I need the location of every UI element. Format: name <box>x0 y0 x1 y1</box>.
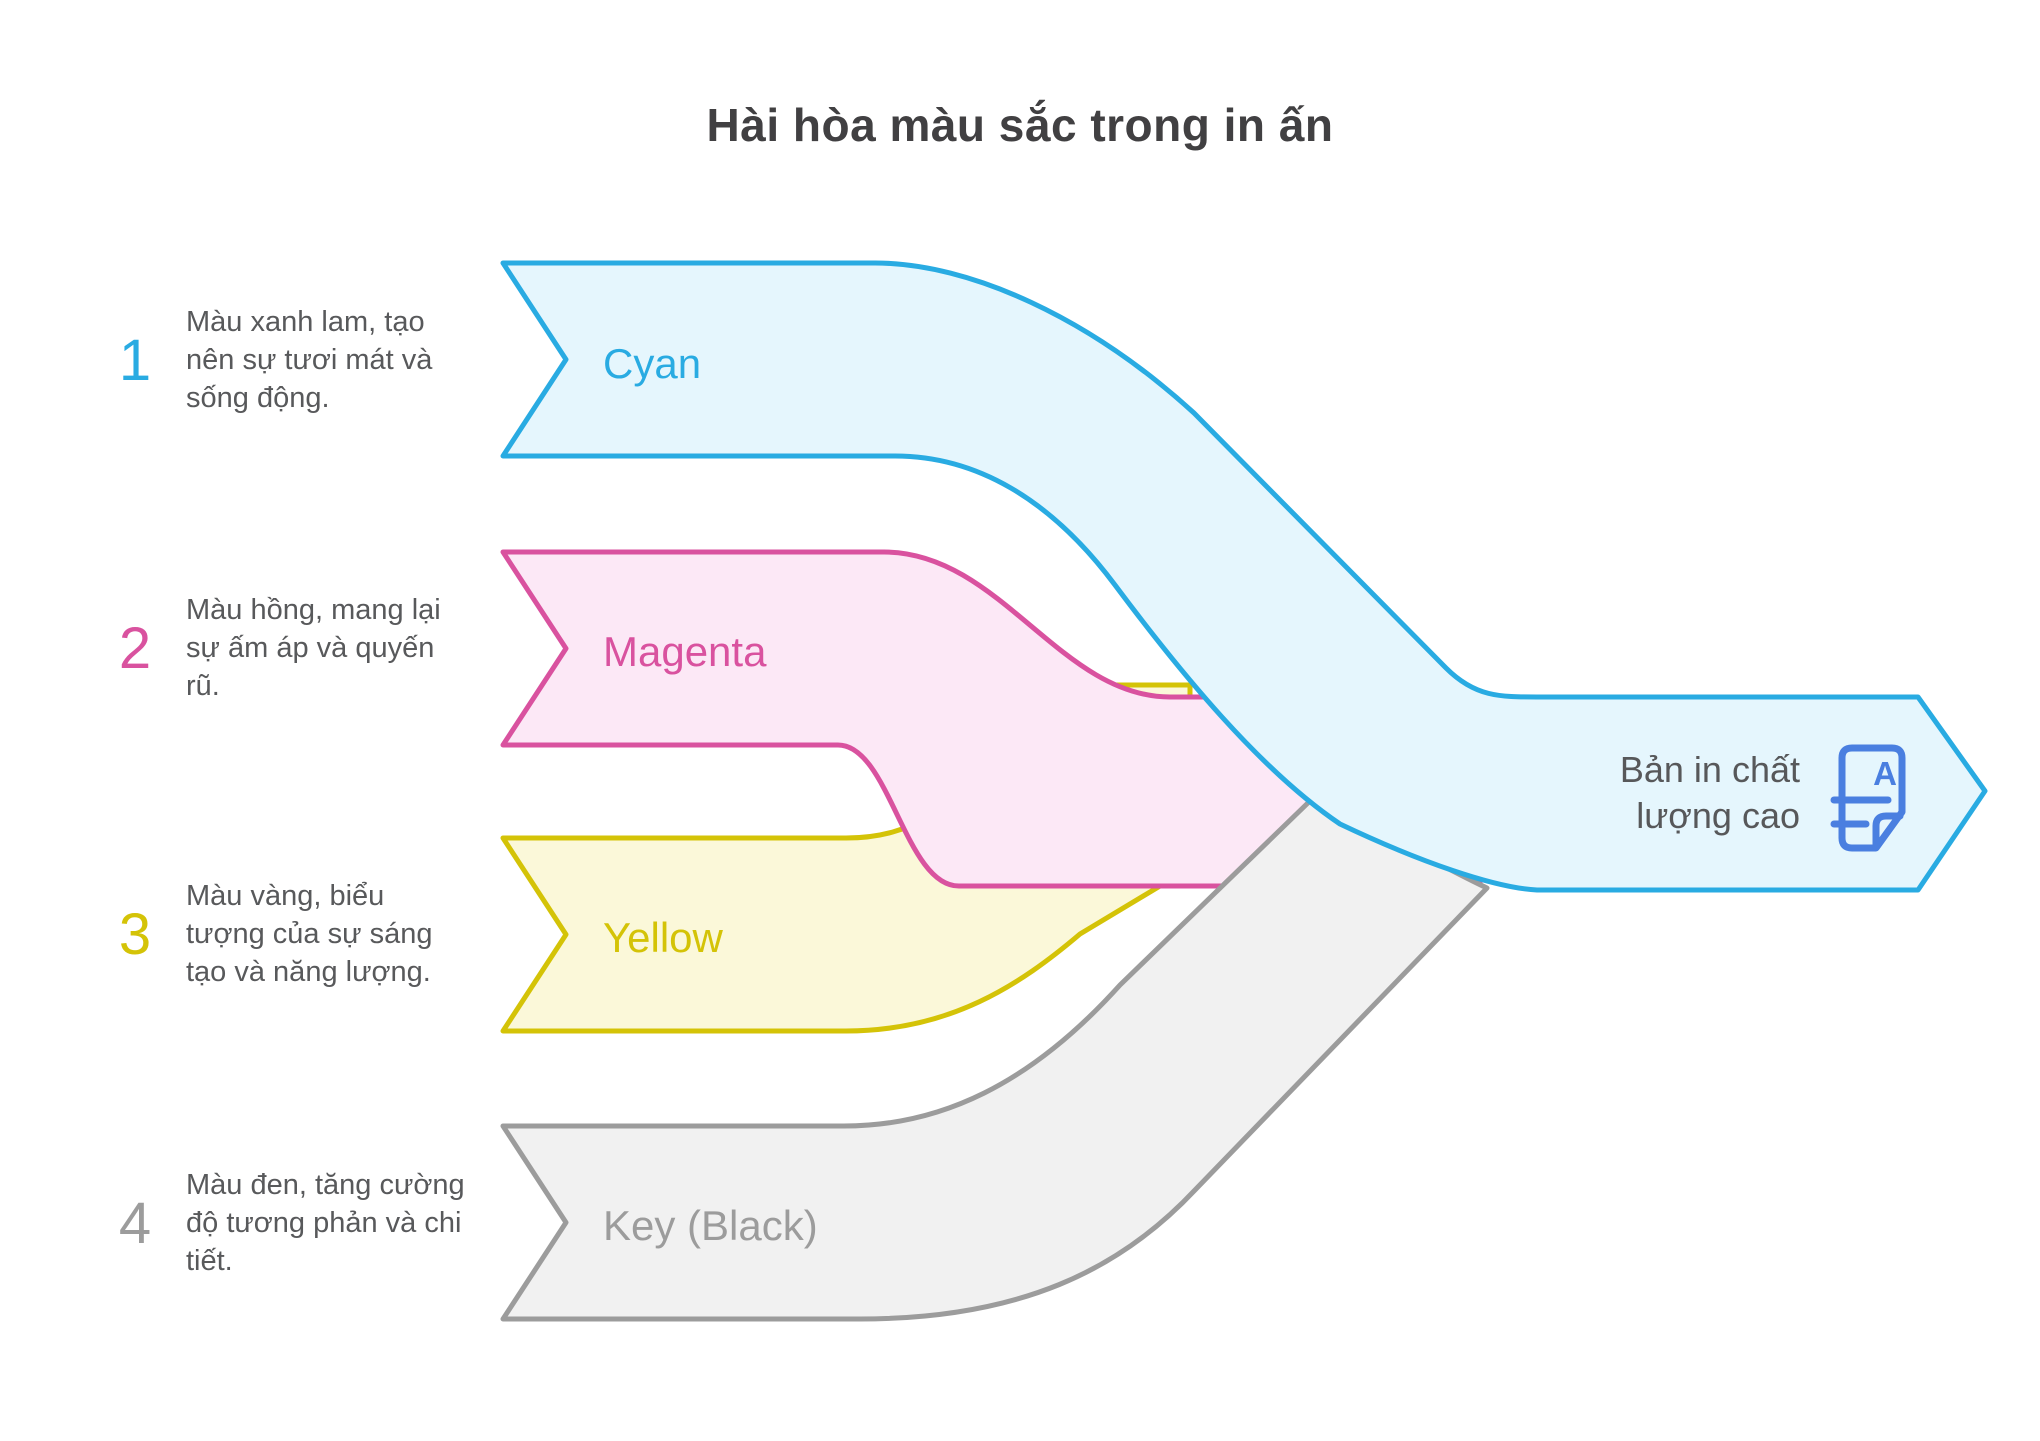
step-item-4: 4 Màu đen, tăng cường độ tương phản và c… <box>100 1143 490 1303</box>
flow-band-cyan-output-arrow <box>500 260 1988 893</box>
document-letter: A <box>1873 755 1897 792</box>
step-description-2: Màu hồng, mang lại sự ấm áp và quyến rũ. <box>186 594 441 702</box>
step-number-1: 1 <box>118 327 152 393</box>
step-description-1: Màu xanh lam, tạo nên sự tươi mát và sốn… <box>186 306 433 414</box>
output-label: Bản in chất lượng cao <box>1528 747 1800 839</box>
band-label-magenta: Magenta <box>603 628 767 675</box>
step-description-4: Màu đen, tăng cường độ tương phản và chi… <box>186 1169 465 1277</box>
step-item-1: 1 Màu xanh lam, tạo nên sự tươi mát và s… <box>100 280 490 440</box>
step-number-3: 3 <box>118 901 152 967</box>
band-label-cyan: Cyan <box>603 340 702 387</box>
band-label-key: Key (Black) <box>603 1202 818 1249</box>
output-label-line2: lượng cao <box>1636 795 1800 836</box>
step-item-2: 2 Màu hồng, mang lại sự ấm áp và quyến r… <box>100 568 490 728</box>
step-item-3: 3 Màu vàng, biểu tượng của sự sáng tạo v… <box>100 854 490 1014</box>
output-label-line1: Bản in chất <box>1619 749 1800 790</box>
page-title: Hài hòa màu sắc trong in ấn <box>706 99 1334 151</box>
document-folded-corner <box>1872 812 1904 851</box>
step-number-2: 2 <box>118 615 152 681</box>
document-outline <box>1838 744 1906 852</box>
step-description-3: Màu vàng, biểu tượng của sự sáng tạo và … <box>186 880 433 988</box>
band-label-yellow: Yellow <box>603 914 723 961</box>
step-number-4: 4 <box>118 1190 152 1256</box>
document-quality-icon: A <box>1830 744 1906 852</box>
